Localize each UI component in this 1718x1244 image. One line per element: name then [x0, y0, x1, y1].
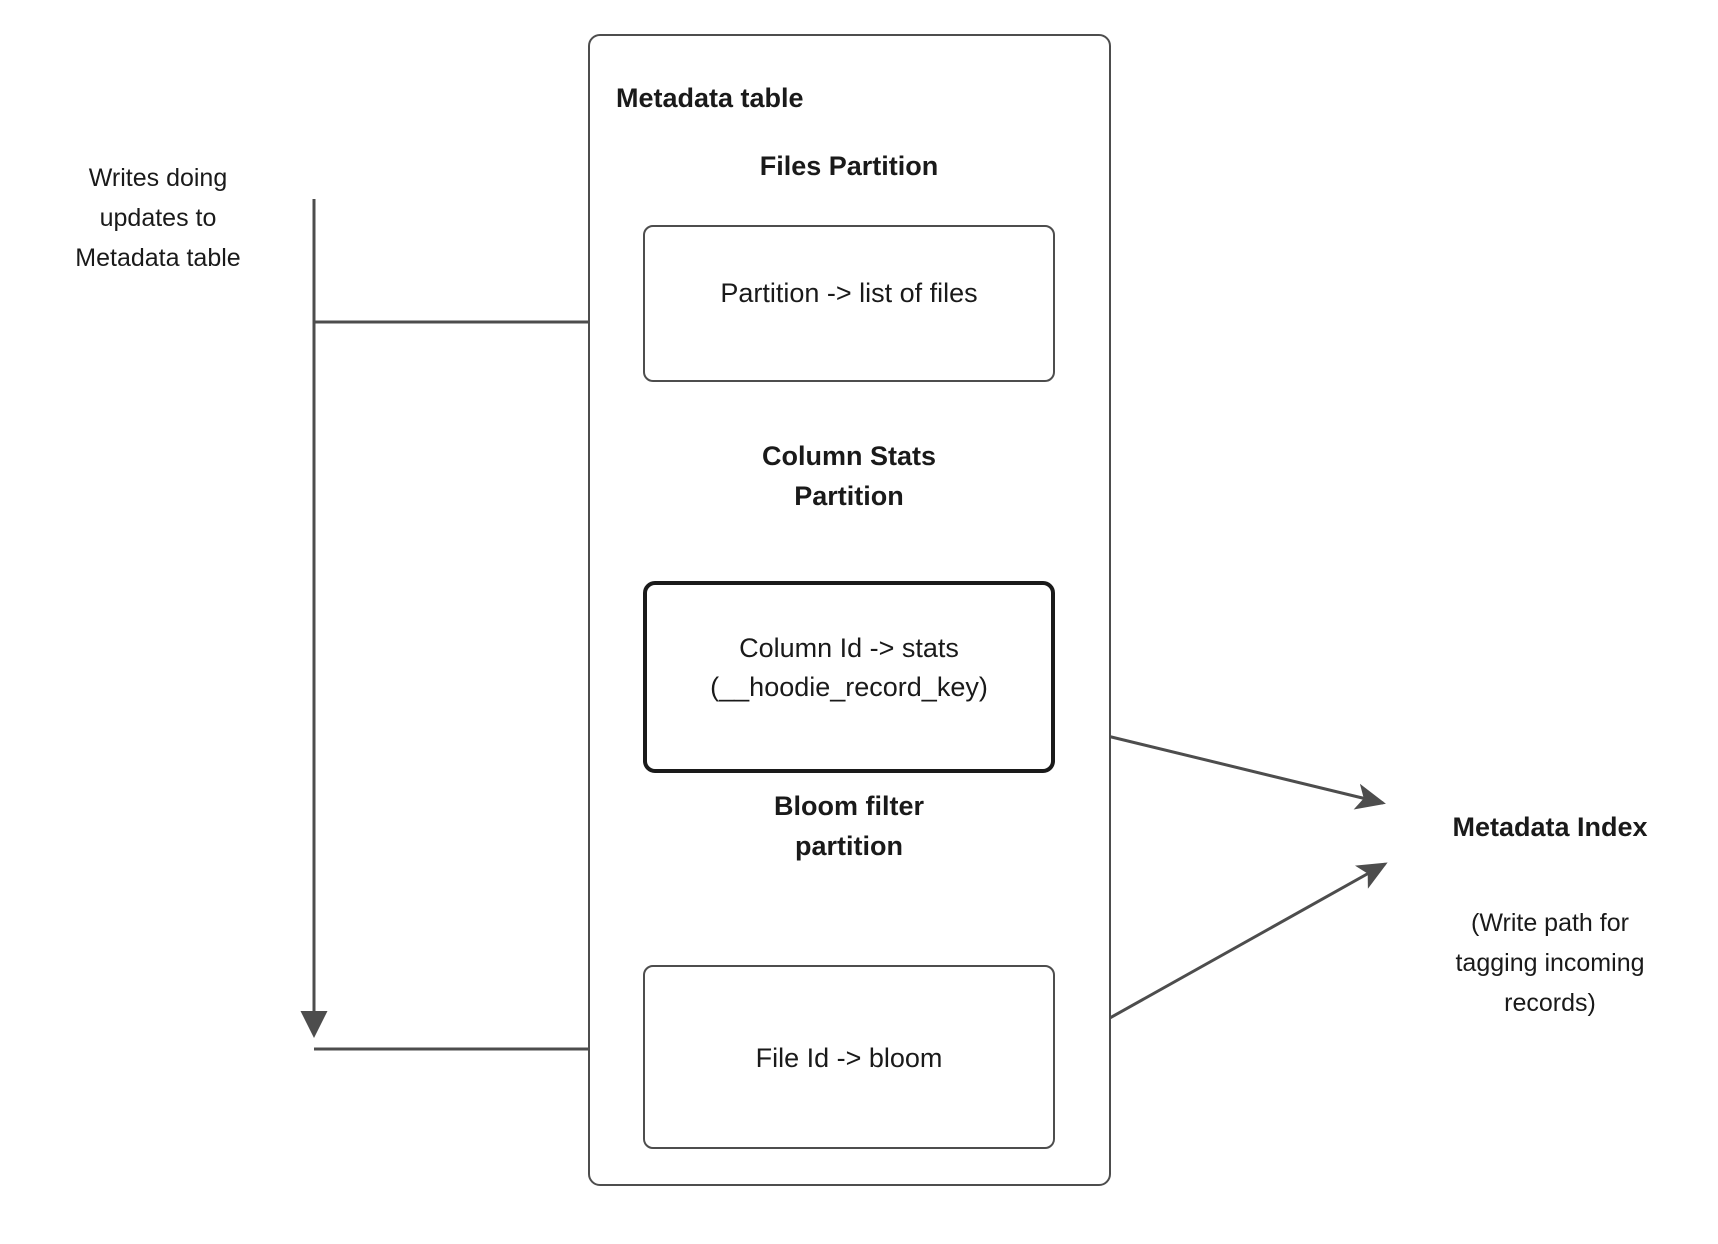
- bloom-filter-partition-box: File Id -> bloom: [643, 965, 1055, 1149]
- metadata-index-title: Metadata Index: [1452, 812, 1648, 842]
- writes-updates-caption: Writes doing updates to Metadata table: [75, 164, 241, 272]
- metadata-index-caption: (Write path for tagging incoming records…: [1455, 909, 1645, 1017]
- bloom-filter-partition-box-label: File Id -> bloom: [755, 1043, 943, 1073]
- metadata-table-title: Metadata table: [616, 83, 804, 113]
- column-stats-partition-box: Column Id -> stats (__hoodie_record_key): [643, 581, 1055, 773]
- column-stats-partition-box-label: Column Id -> stats (__hoodie_record_key): [710, 633, 988, 702]
- files-partition-heading: Files Partition: [759, 151, 939, 181]
- files-partition-box-label: Partition -> list of files: [720, 278, 978, 308]
- column-stats-partition-heading: Column Stats Partition: [761, 441, 936, 511]
- files-partition-box: Partition -> list of files: [643, 225, 1055, 382]
- bloom-filter-partition-heading: Bloom filter partition: [773, 791, 924, 861]
